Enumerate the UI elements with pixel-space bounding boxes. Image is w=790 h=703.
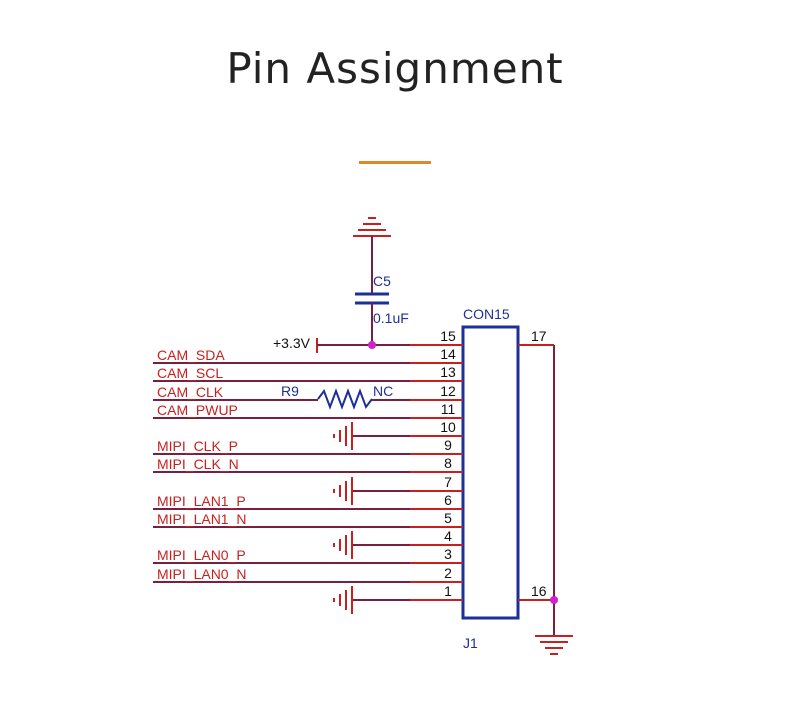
pin-layer: 1514CAM_SDA13CAM_SCL12CAM_CLK11CAM_PWUP1… [153,328,463,614]
title-underline [359,161,431,164]
ground-symbol-icon [333,477,353,505]
pin-number: 15 [440,328,456,344]
connector-body [461,325,520,620]
connector-ref: J1 [463,635,478,651]
pin-number: 2 [444,565,452,581]
net-label: CAM_PWUP [157,402,238,418]
pin-number: 12 [440,383,456,399]
capacitor-ref: C5 [373,273,391,289]
net-label: MIPI_CLK_P [157,438,238,454]
pin16-number: 16 [531,583,547,599]
net-label: MIPI_LAN1_N [157,511,246,527]
capacitor-value: 0.1uF [373,310,409,326]
net-label: MIPI_LAN1_P [157,493,246,509]
pin-number: 1 [444,583,452,599]
pin-number: 5 [444,510,452,526]
pin-number: 8 [444,455,452,471]
junction-dot-icon [550,596,558,604]
net-label: MIPI_LAN0_P [157,547,246,563]
pin-number: 3 [444,546,452,562]
pin-number: 10 [440,419,456,435]
net-label: CAM_SDA [157,347,225,363]
net-label: CAM_CLK [157,384,224,400]
pin-number: 6 [444,492,452,508]
ground-symbol-icon [353,217,391,237]
pin-number: 7 [444,474,452,490]
net-label: MIPI_CLK_N [157,456,239,472]
ground-symbol-icon [333,586,353,614]
ground-symbol-icon [535,635,573,655]
connector-value: CON15 [463,306,510,322]
page-title: Pin Assignment [226,44,564,93]
net-label: MIPI_LAN0_N [157,566,246,582]
pin-number: 11 [441,401,456,417]
resistor-icon [317,388,373,410]
power-label: +3.3V [273,335,311,351]
pin-number: 9 [444,437,452,453]
ground-symbol-icon [333,531,353,559]
junction-dot-icon [368,341,376,349]
pin-number: 14 [440,346,456,362]
pin-number: 13 [440,364,456,380]
pin17-number: 17 [531,328,547,344]
ground-symbol-icon [333,422,353,450]
capacitor-icon [355,292,389,305]
resistor-value: NC [373,383,393,399]
resistor-ref: R9 [281,383,299,399]
net-label: CAM_SCL [157,365,223,381]
pin-number: 4 [444,528,452,544]
